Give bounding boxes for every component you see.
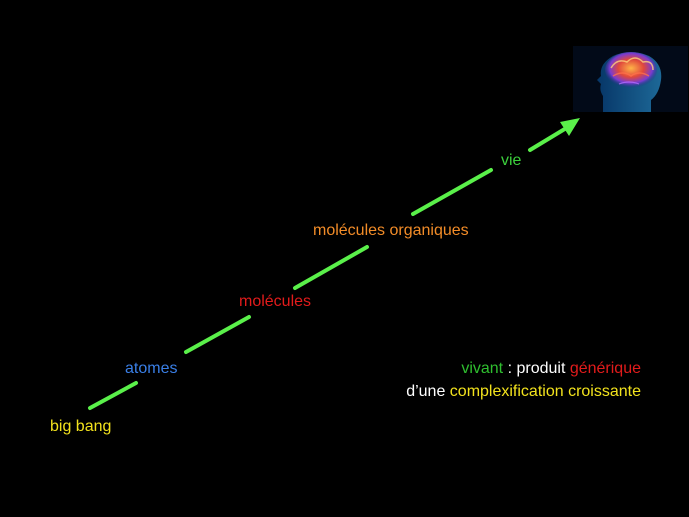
caption-vivant: vivant bbox=[461, 360, 504, 377]
brain-icon bbox=[573, 46, 688, 112]
caption-complexification: complexification croissante bbox=[449, 383, 641, 400]
caption-line-2: d’une complexification croissante bbox=[406, 384, 641, 400]
arrow-segment-5 bbox=[528, 125, 570, 152]
stage-atomes: atomes bbox=[125, 360, 178, 377]
arrow-head bbox=[560, 118, 580, 136]
caption-dune: d’une bbox=[406, 383, 450, 400]
caption-generique: générique bbox=[569, 360, 641, 377]
arrow-segment-1 bbox=[88, 381, 138, 410]
stage-vie: vie bbox=[501, 152, 522, 169]
arrow-segment-2 bbox=[184, 315, 251, 354]
caption-produit: : produit bbox=[503, 360, 570, 377]
arrow-segment-4 bbox=[411, 168, 493, 216]
arrow-segment-3 bbox=[293, 245, 369, 290]
stage-molecules-organiques: molécules organiques bbox=[313, 222, 469, 239]
stage-big-bang: big bang bbox=[50, 418, 112, 435]
stage-molecules: molécules bbox=[239, 293, 312, 310]
caption-line-1: vivant : produit générique bbox=[461, 361, 641, 377]
